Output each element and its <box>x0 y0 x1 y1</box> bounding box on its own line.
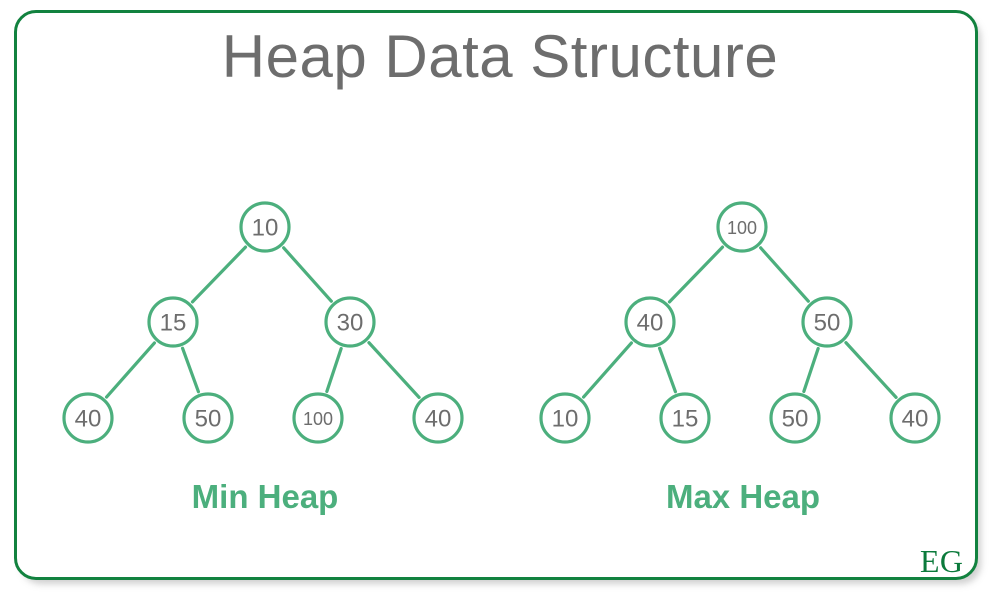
outer-frame <box>14 10 978 580</box>
caption-max-heap: Max Heap <box>665 478 821 515</box>
logo-g: G <box>939 543 963 579</box>
logo-mirrored-g: Ǝ <box>921 543 940 579</box>
geeksforgeeks-logo: ƎG <box>921 543 963 579</box>
page-title: Heap Data Structure <box>221 23 779 90</box>
caption-min-heap: Min Heap <box>191 478 339 515</box>
